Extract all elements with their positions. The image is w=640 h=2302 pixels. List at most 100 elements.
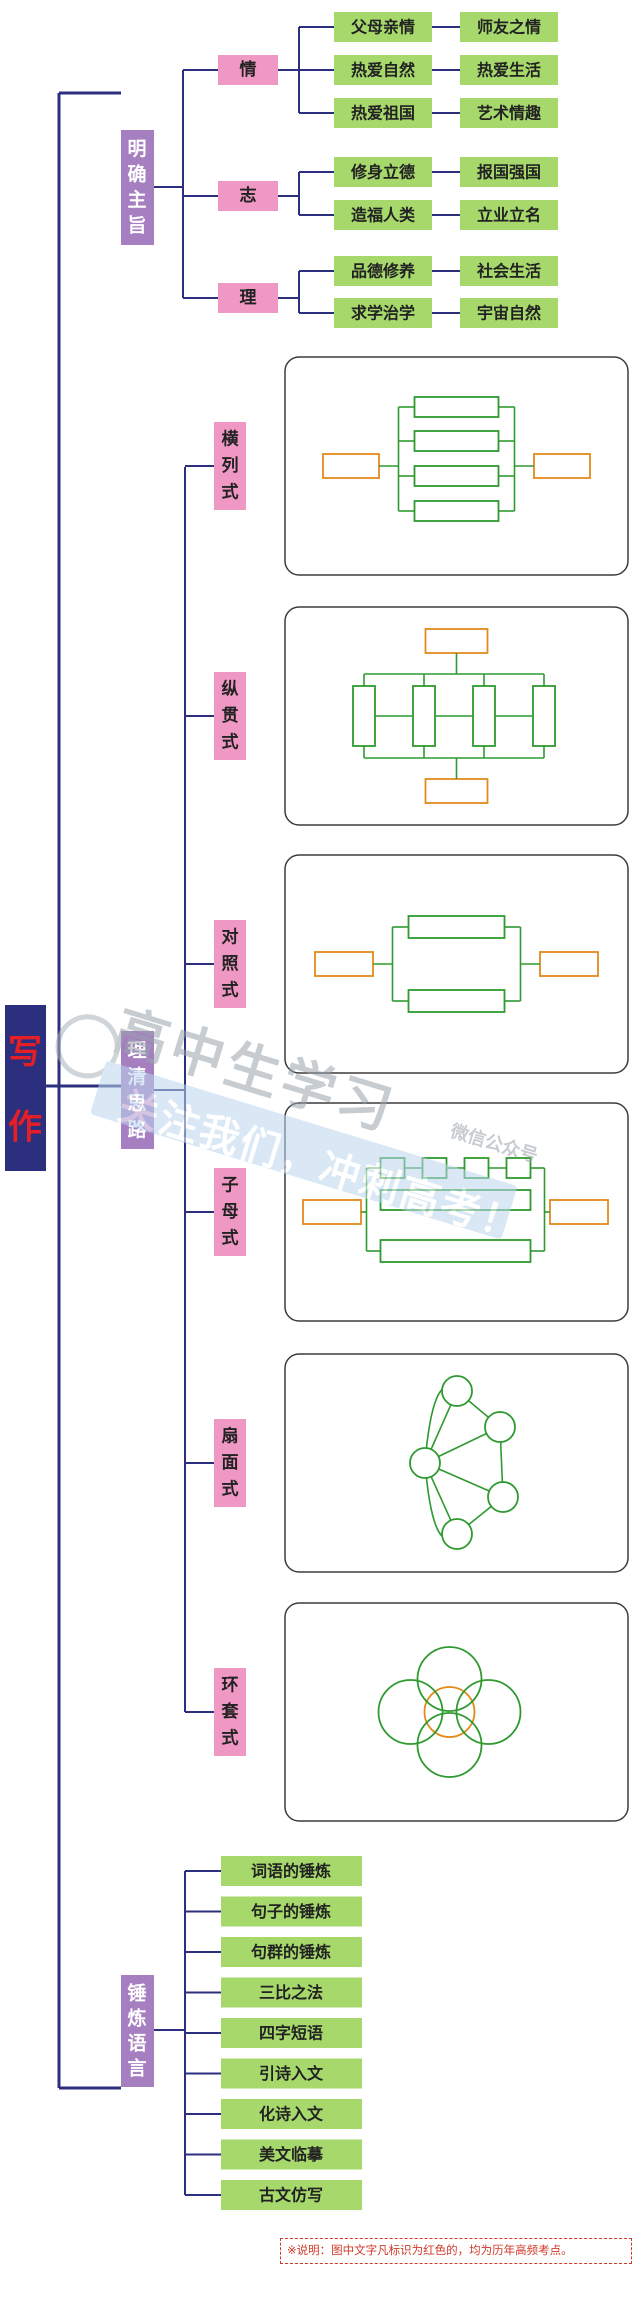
root-node (5, 1005, 46, 1171)
sub-node-3 (218, 283, 278, 313)
diagram-circle (441, 1375, 473, 1407)
branch-title-2-char: 理 (127, 1039, 146, 1061)
language-item-label: 化诗入文 (259, 2105, 324, 2124)
sub-label-7: 子母式 (222, 1175, 239, 1248)
leaf-label: 社会生活 (476, 262, 541, 281)
diagram-box (412, 685, 436, 747)
diagram-fan (409, 1375, 519, 1550)
leaf-node (460, 12, 558, 42)
leaf-node (460, 200, 558, 230)
branch-title-2-char: 思 (127, 1092, 146, 1114)
sub-node-5 (214, 672, 246, 760)
diagram-box (413, 396, 500, 418)
leaf-label: 求学治学 (351, 304, 415, 323)
sub-label-4-char: 横 (222, 428, 239, 449)
root-title-char: 作 (8, 1108, 42, 1148)
root-title: 写作 (8, 1033, 42, 1148)
language-item-label: 引诗入文 (259, 2064, 324, 2083)
language-item-label: 句群的锤炼 (251, 1943, 331, 1962)
sub-label-8-char: 扇 (222, 1425, 239, 1446)
leaf-node (334, 157, 432, 187)
sub-label-5-char: 贯 (222, 706, 239, 726)
leaf-node (334, 55, 432, 85)
diagram-circle (416, 1712, 483, 1778)
sub-label-6-char: 式 (222, 980, 239, 1001)
sub-label-2: 志 (240, 185, 257, 206)
diagram-box (413, 465, 500, 487)
diagram-box (424, 778, 489, 804)
branch-title-3-char: 炼 (127, 2007, 146, 2030)
sub-label-8-char: 面 (222, 1453, 239, 1473)
leaf-node (460, 98, 558, 128)
diagram-circle (441, 1518, 473, 1550)
sub-node-1 (218, 55, 278, 85)
leaf-label: 修身立德 (350, 163, 415, 182)
sub-label-7-char: 子 (222, 1175, 239, 1195)
sub-label-9: 环套式 (221, 1675, 240, 1748)
diagram-box (533, 453, 591, 479)
diagram-box (549, 1199, 609, 1225)
branch-title-3-char: 语 (127, 2033, 146, 2055)
diagram-circle (409, 1447, 441, 1479)
leaf-label: 造福人类 (351, 206, 416, 225)
leaf-node (334, 12, 432, 42)
sub-label-6-char: 照 (222, 954, 239, 974)
branch-node-3 (121, 1975, 154, 2087)
sub-label-4-char: 列 (222, 455, 239, 476)
diagram-contrast (314, 915, 599, 1013)
leaf-label: 艺术情趣 (477, 104, 542, 123)
language-item-label: 古文仿写 (259, 2186, 323, 2205)
branch-title-2-char: 路 (127, 1118, 147, 1141)
leaf-label: 宇宙自然 (477, 304, 541, 323)
branch-title-3-char: 言 (127, 2057, 146, 2080)
branch-title-1-char: 旨 (127, 214, 146, 236)
leaf-label: 师友之情 (477, 18, 541, 37)
language-item-label: 美文临摹 (259, 2145, 324, 2164)
diagram-box (505, 1157, 532, 1179)
leaf-node (334, 298, 432, 328)
branch-title-2-char: 清 (127, 1065, 146, 1088)
sub-label-4-char: 式 (222, 482, 239, 503)
sub-label-1: 情 (240, 59, 257, 80)
sub-label-5-char: 式 (222, 732, 239, 753)
language-item (221, 2099, 362, 2129)
diagram-box (421, 1157, 448, 1179)
language-item (221, 2139, 362, 2170)
diagram-circle (416, 1646, 483, 1712)
leaf-node (460, 157, 558, 187)
leaf-node (460, 55, 558, 85)
sub-label-9-char: 环 (222, 1675, 239, 1695)
leaf-label: 热爱生活 (477, 61, 541, 80)
diagram-box (314, 951, 374, 977)
diagram-box (322, 453, 380, 479)
diagram-box (407, 989, 506, 1013)
diagram-box (472, 685, 496, 747)
diagram-box (379, 1157, 406, 1179)
sub-label-8: 扇面式 (222, 1425, 239, 1499)
leaf-label: 父母亲情 (350, 18, 415, 37)
diagram-box (413, 500, 500, 522)
language-item-label: 三比之法 (259, 1983, 323, 2002)
diagram-box (463, 1157, 490, 1179)
root-title-char: 写 (8, 1033, 42, 1073)
leaf-node (334, 200, 432, 230)
sub-label-8-char: 式 (222, 1479, 239, 1500)
leaf-label: 热爱祖国 (351, 104, 415, 123)
leaf-label: 品德修养 (351, 262, 416, 281)
sub-label-7-char: 式 (222, 1228, 239, 1249)
branch-title-1-char: 确 (127, 162, 146, 185)
diagram-parallel-list (322, 396, 591, 522)
diagram-box (407, 915, 506, 939)
language-item (221, 2018, 362, 2048)
leaf-label: 报国强国 (477, 163, 541, 182)
sub-label-4: 横列式 (222, 428, 239, 502)
structure-panel (284, 1353, 629, 1573)
leaf-label: 热爱自然 (351, 61, 415, 80)
language-item (221, 2180, 362, 2210)
sub-node-2 (218, 181, 278, 211)
diagram-box (424, 628, 489, 654)
diagram-box (302, 1199, 362, 1225)
diagram-box (379, 1239, 532, 1263)
